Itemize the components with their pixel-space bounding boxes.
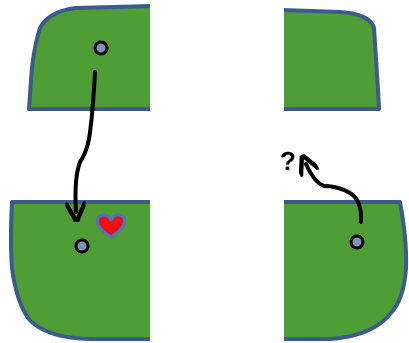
- land-panel-top-left: [29, 6, 152, 109]
- start-dot-bottom-right: [351, 236, 363, 248]
- end-dot-bottom-left: [76, 240, 88, 252]
- land-panel-bottom-left: [11, 202, 152, 339]
- question-mark-label: ?: [280, 146, 296, 176]
- start-dot-top-left: [95, 42, 107, 54]
- land-panel-top-right: [282, 10, 379, 109]
- land-panel-bottom-right: [282, 202, 406, 339]
